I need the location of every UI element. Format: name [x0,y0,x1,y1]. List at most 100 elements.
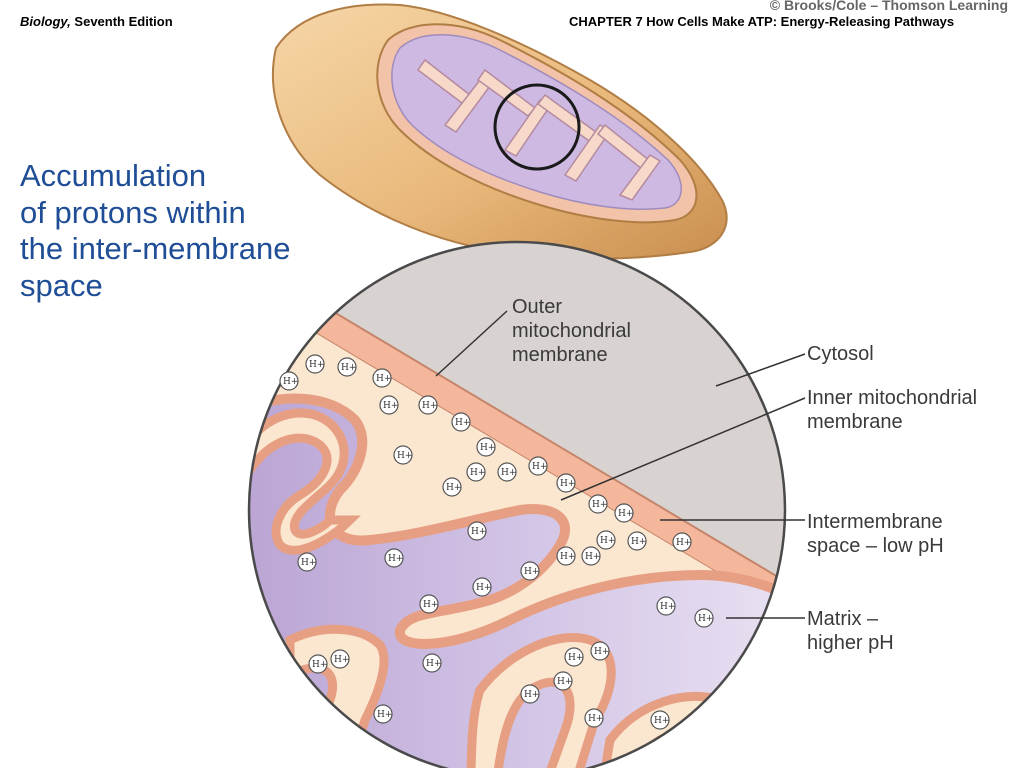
caption-line: of protons within [20,194,246,230]
svg-text:H+: H+ [341,363,356,373]
svg-text:H+: H+ [377,710,392,720]
svg-text:H+: H+ [557,677,572,687]
proton-h-plus-icon: H+ [279,371,299,391]
caption-line: space [20,267,103,303]
proton-h-plus-icon: H+ [520,561,540,581]
svg-text:H+: H+ [301,558,316,568]
svg-text:H+: H+ [592,500,607,510]
svg-text:H+: H+ [471,527,486,537]
svg-text:H+: H+ [376,374,391,384]
svg-text:H+: H+ [594,647,609,657]
svg-text:H+: H+ [631,537,646,547]
mitochondrion-overview [272,3,728,260]
svg-text:H+: H+ [568,653,583,663]
svg-text:H+: H+ [334,655,349,665]
proton-h-plus-icon: H+ [451,412,471,432]
proton-h-plus-icon: H+ [372,368,392,388]
magnified-section: H+ H+ H+ H+ H+ H+ H+ H+ H+ H+ H+ H+ H+ H… [247,240,806,768]
label-line: Outer [512,296,563,318]
proton-h-plus-icon: H+ [373,704,393,724]
proton-h-plus-icon: H+ [476,437,496,457]
svg-text:H+: H+ [383,401,398,411]
proton-h-plus-icon: H+ [330,649,350,669]
label-line: mitochondrial [512,320,631,342]
proton-markers: H+ H+ H+ H+ H+ H+ H+ H+ H+ H+ H+ H+ H+ H… [279,354,714,730]
proton-h-plus-icon: H+ [596,530,616,550]
label-intermembrane-space: Intermembrane space – low pH [807,510,944,558]
proton-h-plus-icon: H+ [379,395,399,415]
svg-text:H+: H+ [654,716,669,726]
svg-text:H+: H+ [600,536,615,546]
svg-text:H+: H+ [676,538,691,548]
svg-text:H+: H+ [388,554,403,564]
proton-h-plus-icon: H+ [553,671,573,691]
book-edition: Seventh Edition [74,14,173,29]
proton-h-plus-icon: H+ [627,531,647,551]
label-line: Inner mitochondrial [807,387,978,409]
svg-text:H+: H+ [455,418,470,428]
svg-text:H+: H+ [588,714,603,724]
label-line: space – low pH [807,535,944,557]
svg-text:H+: H+ [660,602,675,612]
svg-text:H+: H+ [312,660,327,670]
svg-text:H+: H+ [480,443,495,453]
svg-text:H+: H+ [283,377,298,387]
proton-h-plus-icon: H+ [656,596,676,616]
proton-h-plus-icon: H+ [584,708,604,728]
chapter-header: CHAPTER 7 How Cells Make ATP: Energy-Rel… [569,14,955,29]
svg-text:H+: H+ [585,552,600,562]
label-line: Matrix – [807,608,879,630]
svg-text:H+: H+ [560,479,575,489]
svg-text:H+: H+ [476,583,491,593]
book-title: Biology, [20,14,71,29]
svg-text:H+: H+ [618,509,633,519]
label-outer-membrane: Outer mitochondrial membrane [512,295,631,367]
slide-caption: Accumulation of protons within the inter… [20,158,320,304]
proton-h-plus-icon: H+ [384,548,404,568]
label-matrix: Matrix – higher pH [807,607,894,655]
label-leader-lines [435,310,806,619]
svg-text:H+: H+ [560,552,575,562]
proton-h-plus-icon: H+ [442,477,462,497]
proton-h-plus-icon: H+ [590,641,610,661]
proton-h-plus-icon: H+ [614,503,634,523]
svg-text:H+: H+ [422,401,437,411]
label-cytosol: Cytosol [807,343,874,365]
proton-h-plus-icon: H+ [650,710,670,730]
label-line: membrane [807,411,903,433]
label-line: membrane [512,344,608,366]
svg-text:H+: H+ [698,614,713,624]
label-inner-membrane: Inner mitochondrial membrane [807,386,977,434]
svg-text:H+: H+ [532,462,547,472]
proton-h-plus-icon: H+ [694,608,714,628]
svg-text:H+: H+ [397,451,412,461]
proton-h-plus-icon: H+ [520,684,540,704]
svg-text:H+: H+ [309,360,324,370]
proton-h-plus-icon: H+ [588,494,608,514]
proton-h-plus-icon: H+ [393,445,413,465]
caption-line: the inter-membrane [20,231,291,266]
book-header: Biology, Seventh Edition [20,14,173,29]
copyright-notice: © Brooks/Cole – Thomson Learning [769,0,1008,13]
proton-h-plus-icon: H+ [467,521,487,541]
proton-h-plus-icon: H+ [422,653,442,673]
proton-h-plus-icon: H+ [556,473,576,493]
proton-h-plus-icon: H+ [472,577,492,597]
svg-text:H+: H+ [524,567,539,577]
proton-h-plus-icon: H+ [497,462,517,482]
zoom-circle [493,83,581,171]
svg-text:H+: H+ [446,483,461,493]
proton-h-plus-icon: H+ [337,357,357,377]
caption-line: Accumulation [20,158,207,193]
svg-text:H+: H+ [524,690,539,700]
proton-h-plus-icon: H+ [418,395,438,415]
proton-h-plus-icon: H+ [564,647,584,667]
proton-h-plus-icon: H+ [297,552,317,572]
label-line: Intermembrane [807,511,943,533]
label-line: higher pH [807,632,894,654]
proton-h-plus-icon: H+ [305,354,325,374]
proton-h-plus-icon: H+ [556,546,576,566]
proton-h-plus-icon: H+ [528,456,548,476]
proton-h-plus-icon: H+ [581,546,601,566]
